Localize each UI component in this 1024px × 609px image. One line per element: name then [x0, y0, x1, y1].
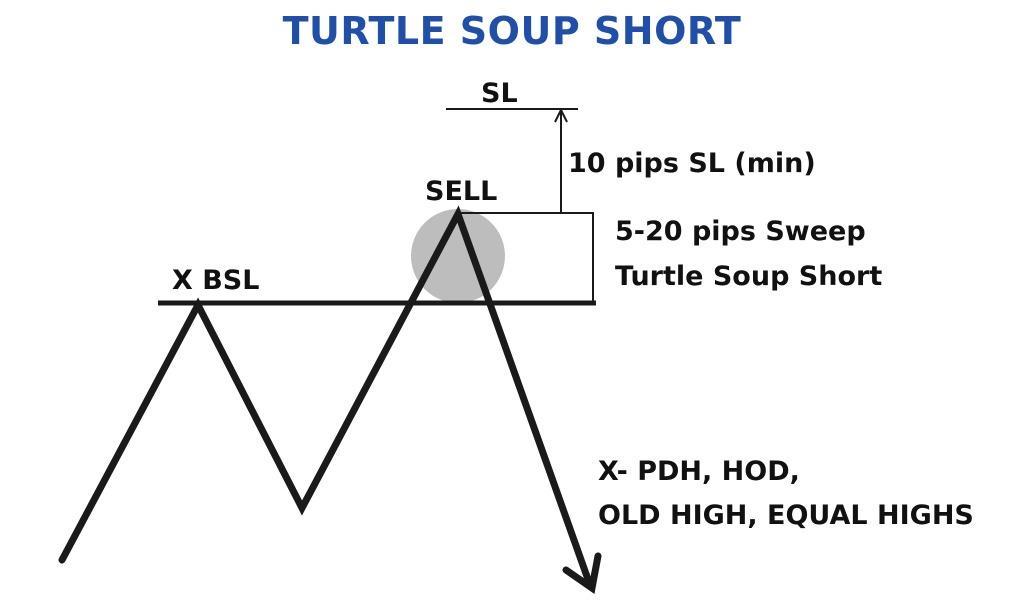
- price-arrowhead-icon: [562, 552, 602, 594]
- sl-arrowhead-icon: [554, 107, 568, 123]
- price-path: [58, 205, 594, 589]
- sell-label: SELL: [425, 176, 498, 207]
- stop-loss-note: 10 pips SL (min): [568, 148, 816, 179]
- sweep-label-line2: Turtle Soup Short: [615, 261, 883, 292]
- targets-label-line2: OLD HIGH, EQUAL HIGHS: [598, 500, 974, 531]
- bsl-label: X BSL: [172, 265, 260, 296]
- sweep-label-line1: 5-20 pips Sweep: [615, 216, 866, 247]
- targets-label-line1: X- PDH, HOD,: [598, 456, 800, 487]
- stop-loss-label: SL: [481, 78, 518, 109]
- page-title: TURTLE SOUP SHORT: [282, 9, 742, 53]
